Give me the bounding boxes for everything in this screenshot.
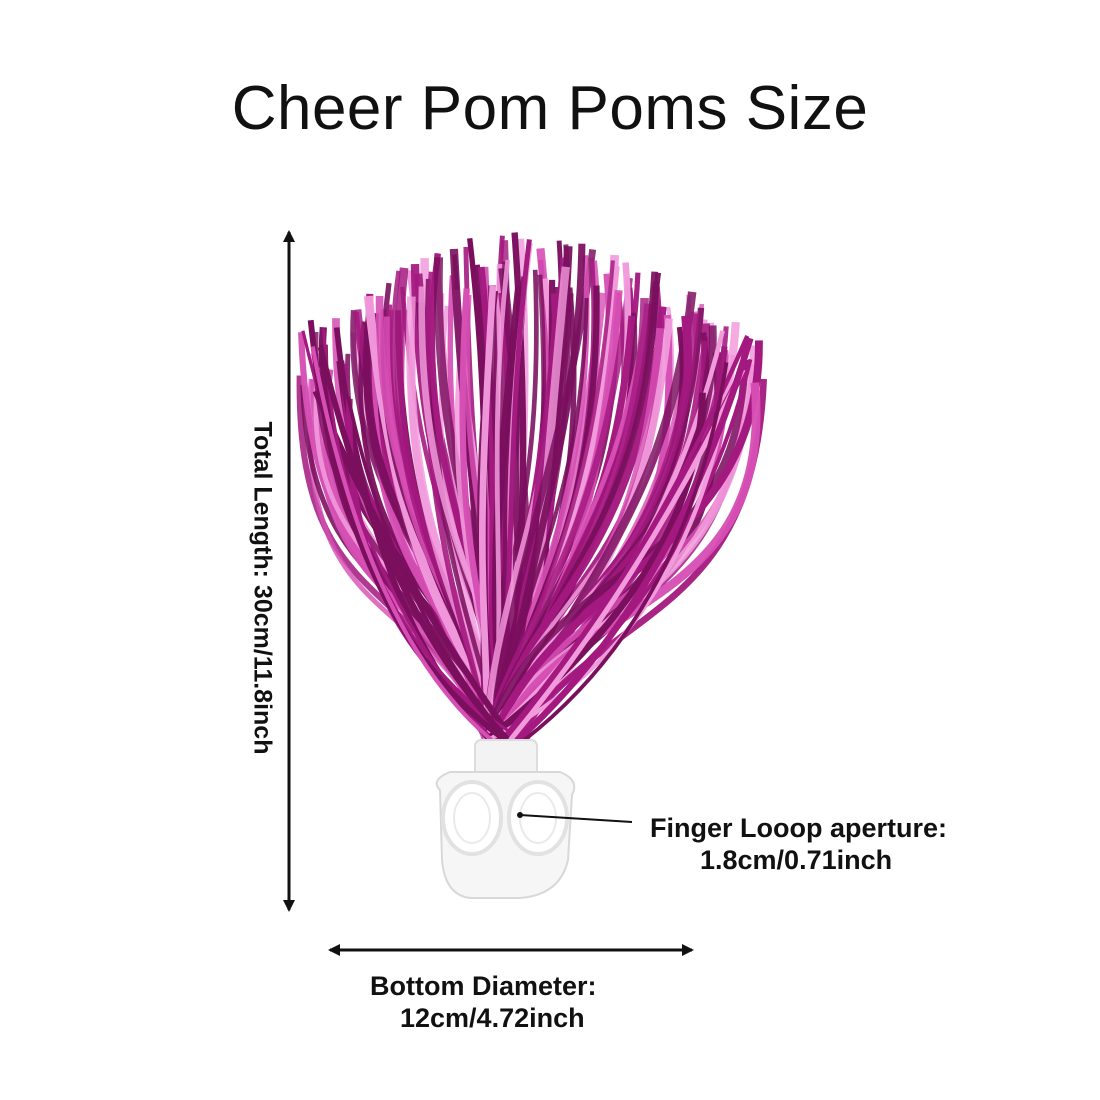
bottom-diameter-label: Bottom Diameter: 12cm/4.72inch [370,970,597,1035]
bottom-diameter-label-line2: 12cm/4.72inch [400,1003,585,1034]
finger-loop-label: Finger Looop aperture: 1.8cm/0.71inch [650,812,947,877]
tinsel-strand [483,277,633,732]
finger-loop-left [441,780,503,856]
finger-loop-label-line1: Finger Looop aperture: [650,813,947,843]
total-length-label: Total Length: 30cm/11.8inch [248,421,277,755]
tinsel-strands [296,232,767,746]
tinsel-strand [479,285,497,736]
tinsel-strand [310,346,493,742]
tinsel-strand [523,362,729,742]
finger-loop-label-line2: 1.8cm/0.71inch [700,845,893,876]
bottom-diameter-label-line1: Bottom Diameter: [370,971,597,1001]
tinsel-strand [515,337,754,743]
finger-loop-pointer [519,814,633,823]
handle [435,739,576,899]
tinsel-strand [496,382,761,739]
page-title: Cheer Pom Poms Size [231,74,869,143]
tinsel-strand [317,346,511,743]
